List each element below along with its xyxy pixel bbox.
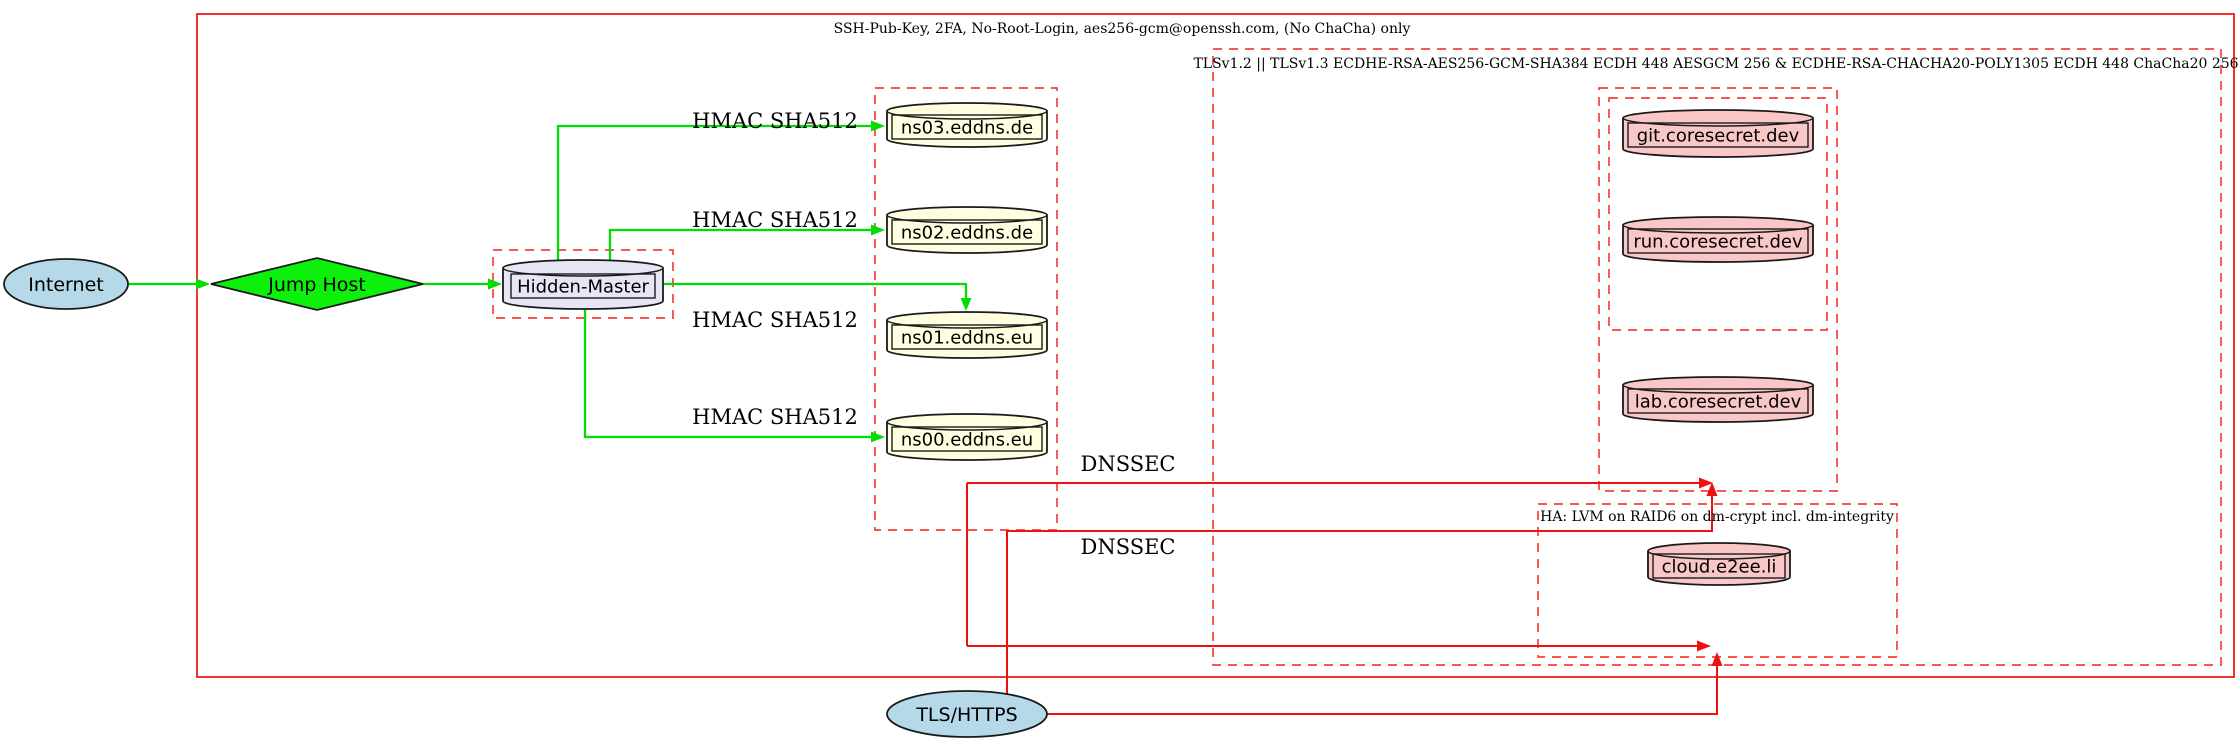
hidden-master-label: Hidden-Master xyxy=(517,277,649,298)
arrowhead-internet-jumphost xyxy=(196,278,210,290)
git-node: git.coresecret.dev xyxy=(1622,109,1814,158)
ns01-label: ns01.eddns.eu xyxy=(901,328,1033,349)
ns02-label: ns02.eddns.de xyxy=(901,223,1033,244)
ns02-cylinder xyxy=(886,206,1048,254)
ha-cluster-label: HA: LVM on RAID6 on dm-crypt incl. dm-in… xyxy=(1540,509,1894,525)
arrowhead-ns02 xyxy=(871,224,885,236)
edge-hiddenmaster-ns02 xyxy=(608,228,871,262)
arrowhead-tls-ha-cluster xyxy=(1711,652,1723,666)
run-label-box xyxy=(1627,228,1809,254)
hidden-master-cylinder xyxy=(502,259,664,310)
tls-https-label: TLS/HTTPS xyxy=(915,704,1017,726)
arrowhead-ns01 xyxy=(960,298,972,311)
git-label: git.coresecret.dev xyxy=(1637,126,1800,147)
git-cylinder xyxy=(1622,109,1814,158)
tls-cluster-label: TLSv1.2 || TLSv1.3 ECDHE-RSA-AES256-GCM-… xyxy=(1193,56,2238,72)
ssh-cluster-border xyxy=(196,13,2235,678)
lab-node: lab.coresecret.dev xyxy=(1622,376,1814,423)
ns03-cylinder xyxy=(886,102,1048,148)
lab-label-box xyxy=(1627,388,1809,414)
run-node: run.coresecret.dev xyxy=(1622,216,1814,263)
git-cylinder-cap xyxy=(1622,117,1814,127)
lab-cylinder xyxy=(1622,376,1814,423)
ns01-node: ns01.eddns.eu xyxy=(886,311,1048,359)
hidden-master-label-box xyxy=(510,273,656,299)
jump-host-node xyxy=(210,257,424,311)
ns03-node: ns03.eddns.de xyxy=(886,102,1048,148)
run-cylinder xyxy=(1622,216,1814,263)
jump-host-label: Jump Host xyxy=(267,274,366,296)
ns00-label: ns00.eddns.eu xyxy=(901,430,1033,451)
edge-tls-core-cluster xyxy=(1006,496,1713,694)
hmac-label-ns02: HMAC SHA512 xyxy=(692,208,858,232)
arrowhead-jumphost-hiddenmaster xyxy=(488,278,502,290)
git-label-box xyxy=(1627,122,1809,148)
edge-hiddenmaster-ns03 xyxy=(556,124,871,262)
ns01-label-box xyxy=(891,324,1043,350)
run-label: run.coresecret.dev xyxy=(1633,232,1803,253)
ns02-node: ns02.eddns.de xyxy=(886,206,1048,254)
lab-label: lab.coresecret.dev xyxy=(1635,392,1802,413)
ns02-cylinder-cap xyxy=(886,214,1048,224)
ns00-cylinder xyxy=(886,413,1048,461)
edge-hiddenmaster-ns00 xyxy=(583,309,871,439)
ssh-cluster-label: SSH-Pub-Key, 2FA, No-Root-Login, aes256-… xyxy=(834,21,1411,37)
tls-https-node xyxy=(886,690,1048,738)
core-cluster-inner-border xyxy=(1608,97,1828,331)
ns00-cylinder-cap xyxy=(886,421,1048,431)
ns02-label-box xyxy=(891,219,1043,245)
ns00-label-box xyxy=(891,426,1043,452)
dnssec-label-upper: DNSSEC xyxy=(1080,452,1175,476)
internet-node xyxy=(3,258,129,310)
arrowhead-dnssec-upper xyxy=(1699,477,1713,489)
ns01-cylinder xyxy=(886,311,1048,359)
cloud-node: cloud.e2ee.li xyxy=(1647,542,1791,586)
arrowhead-dnssec-lower xyxy=(1697,640,1711,652)
cloud-label: cloud.e2ee.li xyxy=(1662,557,1777,578)
ns00-node: ns00.eddns.eu xyxy=(886,413,1048,461)
arrowhead-tls-core-cluster xyxy=(1706,482,1718,496)
dns-cluster-border xyxy=(874,87,1058,531)
dnssec-label-lower: DNSSEC xyxy=(1080,535,1175,559)
ns03-label: ns03.eddns.de xyxy=(901,118,1033,139)
ns01-cylinder-cap xyxy=(886,319,1048,329)
hmac-label-ns03: HMAC SHA512 xyxy=(692,109,858,133)
arrowhead-ns00 xyxy=(871,431,885,443)
edge-tls-ha-cluster xyxy=(1047,666,1718,715)
ns03-label-box xyxy=(891,114,1043,140)
edge-hiddenmaster-ns01 xyxy=(663,282,968,298)
cloud-label-box xyxy=(1652,553,1786,579)
internet-label: Internet xyxy=(28,274,103,296)
hmac-label-ns00: HMAC SHA512 xyxy=(692,405,858,429)
hmac-label-ns01: HMAC SHA512 xyxy=(692,308,858,332)
arrowhead-ns03 xyxy=(871,120,885,132)
core-cluster-outer-border xyxy=(1598,87,1838,492)
hidden-master-cylinder-cap xyxy=(502,267,664,277)
